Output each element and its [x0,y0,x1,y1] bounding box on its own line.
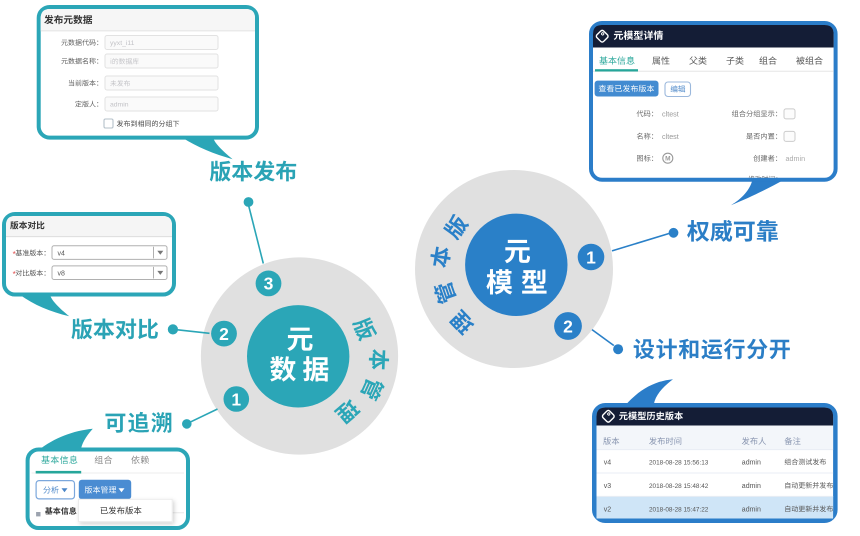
svg-text:yyxt_i11: yyxt_i11 [110,40,135,47]
svg-text:*: * [13,250,16,259]
svg-text:admin: admin [742,483,761,490]
svg-text:v4: v4 [58,251,66,258]
svg-text:*: * [13,270,16,279]
svg-text:2: 2 [219,324,229,344]
svg-text:1: 1 [231,389,241,409]
svg-text:3: 3 [264,274,274,294]
svg-text:2018-08-28 15:47:22: 2018-08-28 15:47:22 [649,506,709,513]
svg-text:2: 2 [563,316,573,336]
svg-text:v8: v8 [58,271,66,278]
svg-text:v4: v4 [604,459,612,466]
svg-text:cltest: cltest [662,109,679,118]
svg-text:1: 1 [586,247,596,267]
svg-text:2018-08-28 15:48:42: 2018-08-28 15:48:42 [649,483,709,490]
svg-text:admin: admin [110,102,129,109]
svg-text:v2: v2 [604,506,612,513]
svg-text:cltest: cltest [662,132,679,141]
svg-text:admin: admin [786,154,806,163]
svg-text:admin: admin [742,459,761,466]
svg-text:M: M [665,156,670,163]
svg-text:admin: admin [742,506,761,513]
svg-text:2018-08-28 15:56:13: 2018-08-28 15:56:13 [649,459,709,466]
svg-text:v3: v3 [604,483,612,490]
